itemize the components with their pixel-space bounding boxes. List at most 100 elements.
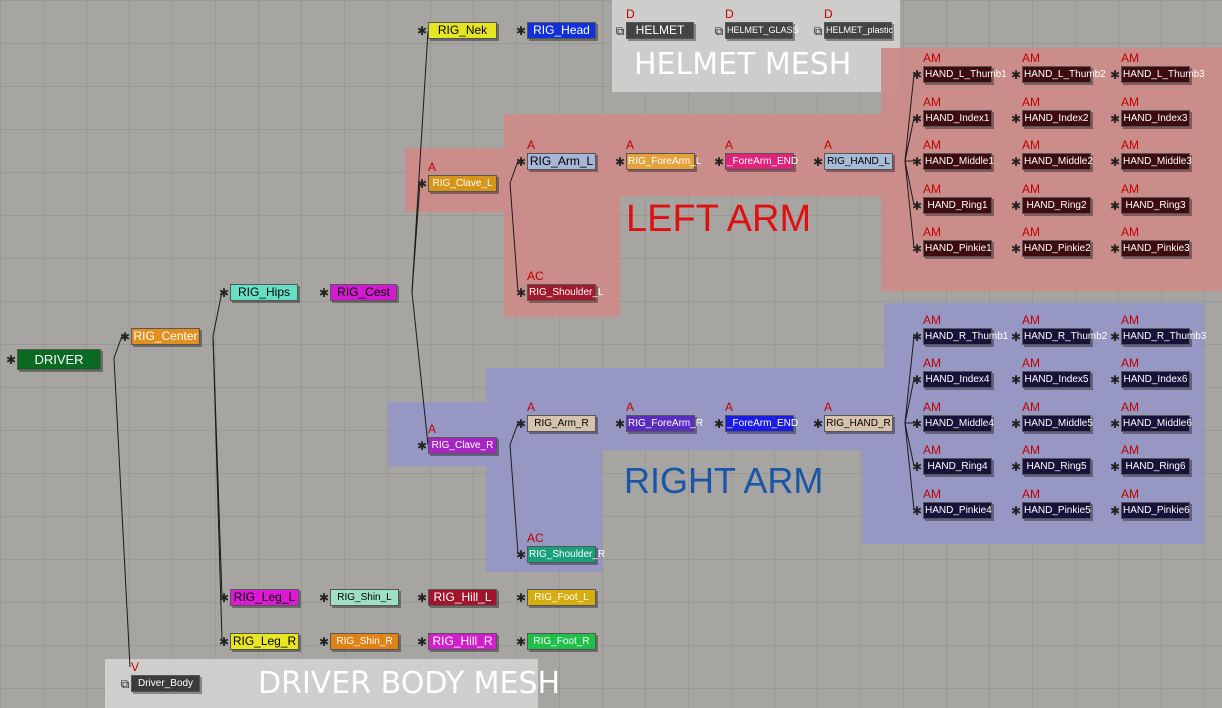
hand-pinkie3-node[interactable]: HAND_Pinkie3 xyxy=(1121,240,1190,257)
hand-l-thumb1-node[interactable]: HAND_L_Thumb1 xyxy=(923,66,1007,83)
bone-icon[interactable]: ✱ xyxy=(911,417,923,431)
bone-icon[interactable]: ✱ xyxy=(416,635,428,649)
hand-index2-node[interactable]: HAND_Index2 xyxy=(1022,110,1091,127)
hand-pinkie1-node[interactable]: HAND_Pinkie1 xyxy=(923,240,992,257)
bone-icon[interactable]: ✱ xyxy=(1010,242,1022,256)
rig-leg-r-node[interactable]: RIG_Leg_R xyxy=(230,633,299,650)
rig-shin-l-node[interactable]: RIG_Shin_L xyxy=(330,589,399,606)
bone-icon[interactable]: ✱ xyxy=(515,635,527,649)
bone-icon[interactable]: ✱ xyxy=(713,155,725,169)
rig-shin-r-node[interactable]: RIG_Shin_R xyxy=(330,633,399,650)
driver-body-node[interactable]: Driver_Body xyxy=(131,675,200,692)
bone-icon[interactable]: ✱ xyxy=(515,155,527,169)
hand-middle6-node[interactable]: HAND_Middle6 xyxy=(1121,415,1192,432)
bone-icon[interactable]: ✱ xyxy=(1010,417,1022,431)
hand-l-thumb2-node[interactable]: HAND_L_Thumb2 xyxy=(1022,66,1106,83)
bone-icon[interactable]: ✱ xyxy=(1109,155,1121,169)
hand-ring5-node[interactable]: HAND_Ring5 xyxy=(1022,458,1091,475)
helmet-glass-node[interactable]: HELMET_GLASS xyxy=(725,22,799,39)
hand-index6-node[interactable]: HAND_Index6 xyxy=(1121,371,1190,388)
hand-pinkie4-node[interactable]: HAND_Pinkie4 xyxy=(923,502,992,519)
bone-icon[interactable]: ✱ xyxy=(5,353,17,367)
bone-icon[interactable]: ✱ xyxy=(515,548,527,562)
rig-arm-r-node[interactable]: RIG_Arm_R xyxy=(527,415,596,432)
bone-icon[interactable]: ✱ xyxy=(1109,242,1121,256)
rig-cest-node[interactable]: RIG_Cest xyxy=(330,284,397,301)
hand-middle4-node[interactable]: HAND_Middle4 xyxy=(923,415,994,432)
mesh-icon[interactable]: ⧉ xyxy=(714,24,724,38)
bone-icon[interactable]: ✱ xyxy=(416,177,428,191)
bone-icon[interactable]: ✱ xyxy=(1010,373,1022,387)
bone-icon[interactable]: ✱ xyxy=(318,591,330,605)
hand-ring3-node[interactable]: HAND_Ring3 xyxy=(1121,197,1190,214)
bone-icon[interactable]: ✱ xyxy=(911,155,923,169)
bone-icon[interactable]: ✱ xyxy=(1109,330,1121,344)
hand-middle5-node[interactable]: HAND_Middle5 xyxy=(1022,415,1093,432)
bone-icon[interactable]: ✱ xyxy=(1010,112,1022,126)
hand-r-thumb2-node[interactable]: HAND_R_Thumb2 xyxy=(1022,328,1107,345)
rig-forearm-r-node[interactable]: RIG_ForeArm_R xyxy=(626,415,703,432)
bone-icon[interactable]: ✱ xyxy=(911,68,923,82)
bone-icon[interactable]: ✱ xyxy=(1109,112,1121,126)
driver-node[interactable]: DRIVER xyxy=(17,349,101,370)
hand-ring6-node[interactable]: HAND_Ring6 xyxy=(1121,458,1190,475)
rig-hill-r-node[interactable]: RIG_Hill_R xyxy=(428,633,497,650)
rig-shoulder-r-node[interactable]: RIG_Shoulder_R xyxy=(527,546,605,563)
bone-icon[interactable]: ✱ xyxy=(614,417,626,431)
bone-icon[interactable]: ✱ xyxy=(318,286,330,300)
bone-icon[interactable]: ✱ xyxy=(1010,68,1022,82)
bone-icon[interactable]: ✱ xyxy=(515,24,527,38)
hand-index3-node[interactable]: HAND_Index3 xyxy=(1121,110,1190,127)
hand-ring4-node[interactable]: HAND_Ring4 xyxy=(923,458,992,475)
hand-r-thumb3-node[interactable]: HAND_R_Thumb3 xyxy=(1121,328,1206,345)
mesh-icon[interactable]: ⧉ xyxy=(120,677,130,691)
forearm-end-l-node[interactable]: _ForeArm_END xyxy=(725,153,798,170)
rig-foot-l-node[interactable]: RIG_Foot_L xyxy=(527,589,596,606)
bone-icon[interactable]: ✱ xyxy=(812,417,824,431)
bone-icon[interactable]: ✱ xyxy=(911,373,923,387)
bone-icon[interactable]: ✱ xyxy=(1109,373,1121,387)
hand-ring2-node[interactable]: HAND_Ring2 xyxy=(1022,197,1091,214)
hand-r-thumb1-node[interactable]: HAND_R_Thumb1 xyxy=(923,328,1008,345)
bone-icon[interactable]: ✱ xyxy=(119,330,131,344)
rig-shoulder-l-node[interactable]: RIG_Shoulder_L xyxy=(527,284,604,301)
bone-icon[interactable]: ✱ xyxy=(1010,330,1022,344)
hand-pinkie6-node[interactable]: HAND_Pinkie6 xyxy=(1121,502,1190,519)
bone-icon[interactable]: ✱ xyxy=(713,417,725,431)
bone-icon[interactable]: ✱ xyxy=(911,242,923,256)
hand-index1-node[interactable]: HAND_Index1 xyxy=(923,110,992,127)
rig-hand-r-node[interactable]: RIG_HAND_R xyxy=(824,415,893,432)
hand-l-thumb3-node[interactable]: HAND_L_Thumb3 xyxy=(1121,66,1205,83)
hand-pinkie5-node[interactable]: HAND_Pinkie5 xyxy=(1022,502,1091,519)
mesh-icon[interactable]: ⧉ xyxy=(813,24,823,38)
forearm-end-r-node[interactable]: _ForeArm_END xyxy=(725,415,798,432)
bone-icon[interactable]: ✱ xyxy=(614,155,626,169)
hand-pinkie2-node[interactable]: HAND_Pinkie2 xyxy=(1022,240,1091,257)
bone-icon[interactable]: ✱ xyxy=(1109,460,1121,474)
bone-icon[interactable]: ✱ xyxy=(218,591,230,605)
bone-icon[interactable]: ✱ xyxy=(515,417,527,431)
bone-icon[interactable]: ✱ xyxy=(911,330,923,344)
bone-icon[interactable]: ✱ xyxy=(218,635,230,649)
bone-icon[interactable]: ✱ xyxy=(1010,155,1022,169)
hand-middle1-node[interactable]: HAND_Middle1 xyxy=(923,153,994,170)
hand-ring1-node[interactable]: HAND_Ring1 xyxy=(923,197,992,214)
helmet-plastic-node[interactable]: HELMET_plastic xyxy=(824,22,893,39)
rig-forearm-l-node[interactable]: RIG_ForeArm_L xyxy=(626,153,701,170)
rig-nek-node[interactable]: RIG_Nek xyxy=(428,22,497,39)
hand-middle3-node[interactable]: HAND_Middle3 xyxy=(1121,153,1192,170)
bone-icon[interactable]: ✱ xyxy=(911,199,923,213)
rig-center-node[interactable]: RIG_Center xyxy=(131,328,200,345)
bone-icon[interactable]: ✱ xyxy=(1109,504,1121,518)
bone-icon[interactable]: ✱ xyxy=(318,635,330,649)
hand-middle2-node[interactable]: HAND_Middle2 xyxy=(1022,153,1093,170)
rig-arm-l-node[interactable]: RIG_Arm_L xyxy=(527,153,596,170)
bone-icon[interactable]: ✱ xyxy=(218,286,230,300)
helmet-node[interactable]: HELMET xyxy=(626,22,694,39)
bone-icon[interactable]: ✱ xyxy=(1109,199,1121,213)
bone-icon[interactable]: ✱ xyxy=(1010,460,1022,474)
rig-clave-l-node[interactable]: RIG_Clave_L xyxy=(428,175,497,192)
mesh-icon[interactable]: ⧉ xyxy=(615,24,625,38)
bone-icon[interactable]: ✱ xyxy=(416,24,428,38)
